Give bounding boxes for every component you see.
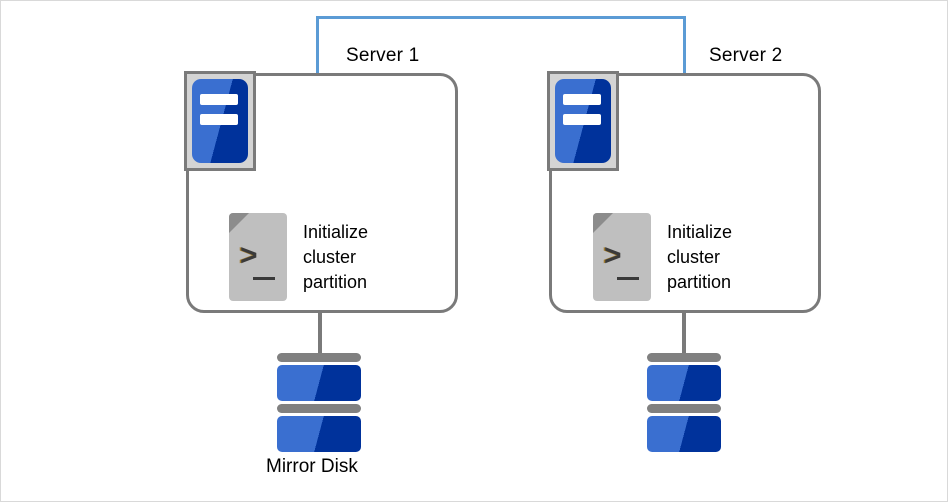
- script-terminal-icon: >: [229, 213, 287, 301]
- disk-stack-icon: [277, 353, 361, 455]
- server-machine-body: [192, 79, 248, 163]
- server-machine-bar-bottom: [563, 114, 601, 125]
- server-machine-body: [555, 79, 611, 163]
- script-icon-fold: [593, 213, 613, 233]
- script-icon-prompt-glyph: >: [604, 239, 622, 272]
- disk-plate-top: [277, 353, 361, 362]
- disk-stack-icon: [647, 353, 721, 455]
- interconnect-left-leg: [316, 16, 319, 73]
- disk-block-upper: [647, 365, 721, 401]
- interconnect-right-leg: [683, 16, 686, 73]
- disk-block-lower: [647, 416, 721, 452]
- script-icon-cursor-glyph: [253, 277, 275, 280]
- server-machine-bar-top: [200, 94, 238, 105]
- disk-plate-top: [647, 353, 721, 362]
- script-icon-prompt-glyph: >: [240, 239, 258, 272]
- mirror-disk-label: Mirror Disk: [266, 456, 358, 477]
- server-1-action-group: > Initialize cluster partition: [229, 213, 368, 301]
- script-icon-cursor-glyph: [617, 277, 639, 280]
- server-2-action-group: > Initialize cluster partition: [593, 213, 732, 301]
- disk-plate-middle: [277, 404, 361, 413]
- script-terminal-icon: >: [593, 213, 651, 301]
- disk-block-lower: [277, 416, 361, 452]
- server-machine-icon: [547, 71, 619, 171]
- disk-plate-middle: [647, 404, 721, 413]
- server-2-label: Server 2: [709, 45, 783, 66]
- script-icon-fold: [229, 213, 249, 233]
- server-machine-icon: [184, 71, 256, 171]
- disk-block-upper: [277, 365, 361, 401]
- server-machine-bar-bottom: [200, 114, 238, 125]
- server-1-label: Server 1: [346, 45, 420, 66]
- interconnect-horizontal-line: [316, 16, 686, 19]
- server-1-action-label: Initialize cluster partition: [303, 221, 369, 292]
- server-machine-bar-top: [563, 94, 601, 105]
- server-2-action-label: Initialize cluster partition: [667, 221, 733, 292]
- server-1-disk-connector: [318, 313, 322, 355]
- server-2-disk-connector: [682, 313, 686, 355]
